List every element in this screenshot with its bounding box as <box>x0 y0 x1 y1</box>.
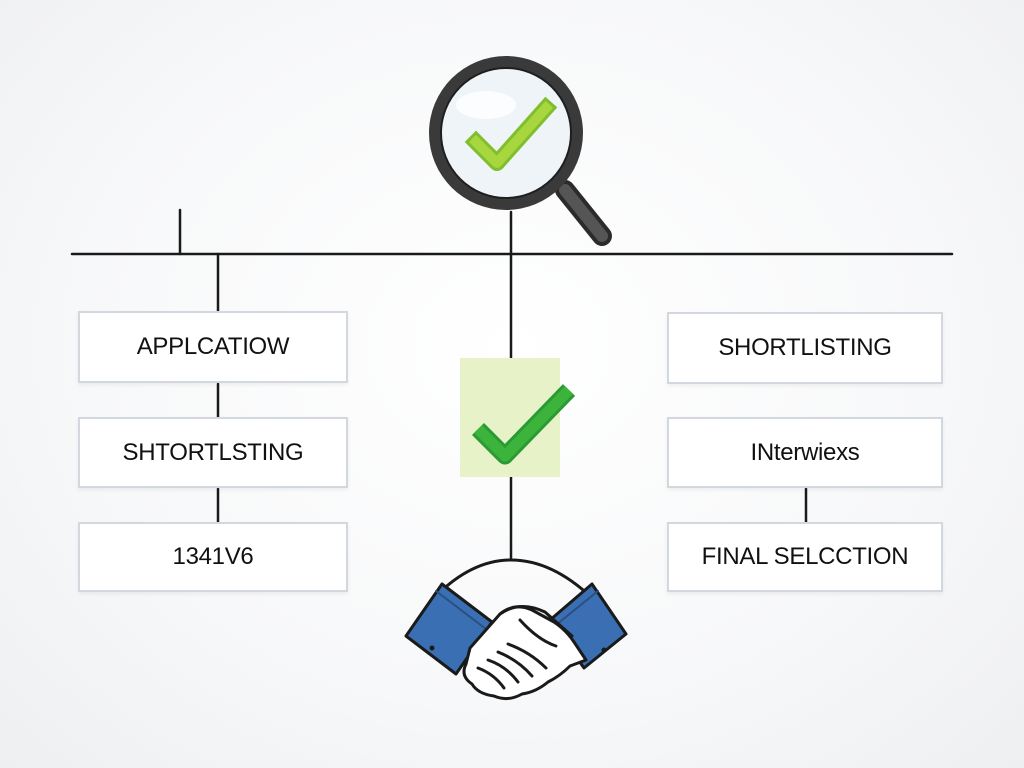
stage-box-code: 1341V6 <box>78 522 348 592</box>
stage-box-shortlisting-right: SHORTLISTING <box>667 312 943 384</box>
magnifier-check-icon <box>429 56 612 246</box>
stage-label: 1341V6 <box>172 543 254 570</box>
stage-label: SHTORTLSTING <box>122 438 304 466</box>
stage-box-shortlisting-left: SHTORTLSTING <box>78 417 348 488</box>
stage-label: APPLCATIOW <box>136 333 290 360</box>
handshake-icon <box>404 558 628 701</box>
stage-label: INterwiexs <box>750 438 860 466</box>
check-icon <box>460 358 576 477</box>
stage-box-application: APPLCATIOW <box>78 311 348 383</box>
stage-box-interviews: INterwiexs <box>667 417 943 488</box>
stage-label: FINAL SELCCTION <box>701 543 909 570</box>
stage-label: SHORTLISTING <box>718 334 892 361</box>
stage-box-final-selection: FINAL SELCCTION <box>667 522 943 592</box>
connector-lines <box>70 208 954 560</box>
